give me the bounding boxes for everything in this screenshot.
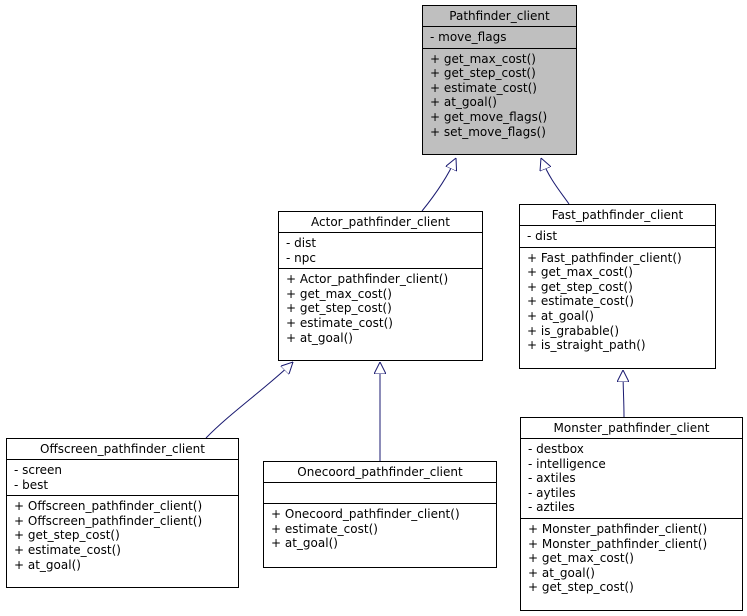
class-methods: + Monster_pathfinder_client() + Monster_…	[521, 519, 742, 598]
method: + get_max_cost()	[430, 51, 536, 66]
class-title: Onecoord_pathfinder_client	[264, 462, 496, 483]
method: + get_step_cost()	[286, 301, 392, 316]
class-attributes: - dist - npc	[279, 233, 482, 270]
edge-offscreen-to-actor	[205, 362, 293, 439]
class-attributes: - move_flags	[423, 27, 576, 49]
method: + at_goal()	[430, 95, 497, 110]
class-offscreen-pathfinder-client[interactable]: Offscreen_pathfinder_client - screen - b…	[6, 438, 239, 588]
method: + get_step_cost()	[14, 528, 120, 543]
class-title: Actor_pathfinder_client	[279, 212, 482, 233]
method: + Fast_pathfinder_client()	[527, 250, 682, 265]
class-title: Fast_pathfinder_client	[520, 205, 715, 226]
method: + at_goal()	[14, 557, 81, 572]
class-title: Offscreen_pathfinder_client	[7, 439, 238, 460]
class-fast-pathfinder-client[interactable]: Fast_pathfinder_client - dist + Fast_pat…	[519, 204, 716, 369]
class-title: Monster_pathfinder_client	[521, 418, 742, 439]
method: + get_max_cost()	[286, 286, 392, 301]
method: + estimate_cost()	[527, 294, 634, 309]
method: + is_straight_path()	[527, 338, 646, 353]
attribute: - screen	[14, 463, 63, 477]
method: + Offscreen_pathfinder_client()	[14, 499, 203, 514]
attribute: - dist	[527, 229, 558, 243]
class-pathfinder-client[interactable]: Pathfinder_client - move_flags + get_max…	[422, 5, 577, 155]
method: + set_move_flags()	[430, 124, 546, 139]
class-methods: + get_max_cost() + get_step_cost() + est…	[423, 49, 576, 143]
method: + estimate_cost()	[430, 80, 537, 95]
method: + estimate_cost()	[14, 542, 121, 557]
method: + Monster_pathfinder_client()	[528, 521, 708, 536]
class-attributes	[264, 483, 496, 504]
class-title: Pathfinder_client	[423, 6, 576, 27]
method: + estimate_cost()	[286, 315, 393, 330]
class-methods: + Offscreen_pathfinder_client() + Offscr…	[7, 496, 238, 575]
class-attributes: - destbox - intelligence - axtiles - ayt…	[521, 439, 742, 519]
class-methods: + Actor_pathfinder_client() + get_max_co…	[279, 269, 482, 348]
method: + Onecoord_pathfinder_client()	[271, 507, 460, 521]
method: + is_grabable()	[527, 323, 620, 338]
method: + get_step_cost()	[430, 66, 536, 81]
method: + get_step_cost()	[528, 580, 634, 595]
method: + get_step_cost()	[527, 279, 633, 294]
class-onecoord-pathfinder-client[interactable]: Onecoord_pathfinder_client + Onecoord_pa…	[263, 461, 497, 568]
attribute: - npc	[286, 250, 316, 265]
edge-actor-to-pathfinder	[421, 158, 456, 212]
class-methods: + Onecoord_pathfinder_client() + estimat…	[264, 504, 496, 554]
method: + get_max_cost()	[527, 265, 633, 280]
attribute: - axtiles	[528, 471, 576, 486]
method: + Monster_pathfinder_client()	[528, 536, 708, 551]
method: + get_move_flags()	[430, 109, 548, 124]
class-attributes: - screen - best	[7, 460, 238, 497]
attribute: - dist	[286, 236, 317, 250]
attribute: - aztiles	[528, 500, 575, 515]
class-attributes: - dist	[520, 226, 715, 248]
edge-monster-to-fast	[623, 370, 624, 418]
method: + at_goal()	[286, 330, 353, 345]
method: + at_goal()	[528, 565, 595, 580]
edge-fast-to-pathfinder	[541, 158, 570, 205]
method: + at_goal()	[527, 308, 594, 323]
class-monster-pathfinder-client[interactable]: Monster_pathfinder_client - destbox - in…	[520, 417, 743, 611]
method: + at_goal()	[271, 536, 338, 551]
attribute: - best	[14, 477, 49, 492]
attribute: - aytiles	[528, 485, 576, 500]
method: + get_max_cost()	[528, 551, 634, 566]
attribute: - move_flags	[430, 30, 507, 44]
class-methods: + Fast_pathfinder_client() + get_max_cos…	[520, 248, 715, 356]
method: + Offscreen_pathfinder_client()	[14, 513, 203, 528]
method: + estimate_cost()	[271, 521, 378, 536]
attribute: - intelligence	[528, 456, 606, 471]
class-actor-pathfinder-client[interactable]: Actor_pathfinder_client - dist - npc + A…	[278, 211, 483, 361]
method: + Actor_pathfinder_client()	[286, 272, 449, 287]
attribute: - destbox	[528, 442, 584, 456]
